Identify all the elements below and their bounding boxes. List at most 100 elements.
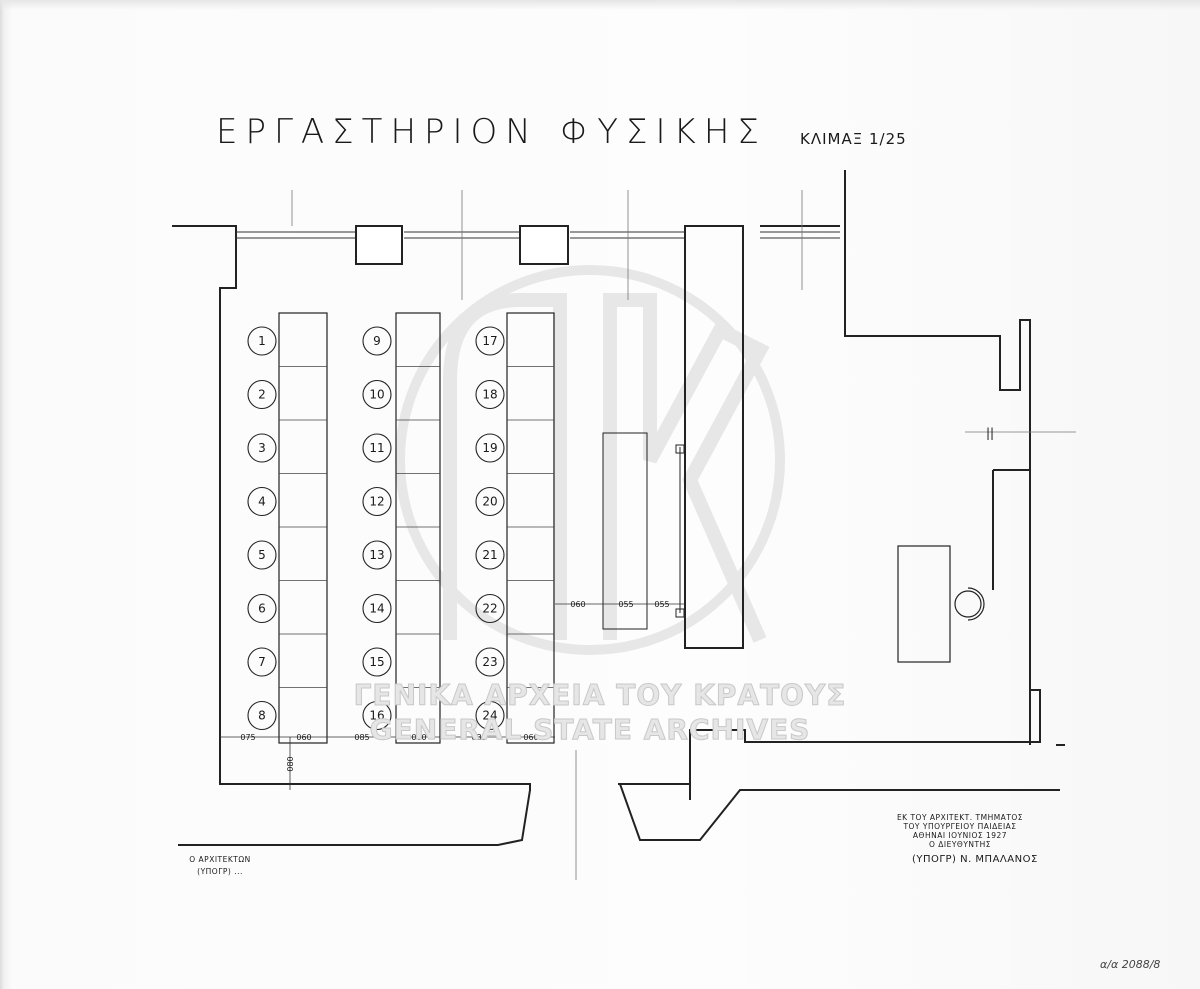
dimension-middle-3: 055 bbox=[654, 600, 669, 609]
seat-5: 5 bbox=[247, 540, 277, 570]
pillars bbox=[355, 225, 569, 265]
plan-title-right: ΦΥΣΙΚΗΣ bbox=[560, 112, 767, 152]
seat-stool bbox=[362, 540, 392, 570]
seat-number: 14 bbox=[369, 602, 384, 616]
seat-number: 13 bbox=[369, 548, 384, 562]
seat-stool bbox=[362, 486, 392, 517]
seat-number: 18 bbox=[482, 388, 497, 402]
dimension-bottom-4: 060 bbox=[411, 733, 426, 742]
seat-14: 14 bbox=[362, 593, 392, 624]
archive-reference: α/α 2088/8 bbox=[1100, 958, 1160, 971]
seat-stool bbox=[247, 593, 277, 624]
seat-4: 4 bbox=[247, 486, 277, 517]
seat-23: 23 bbox=[475, 647, 505, 677]
seat-number: 20 bbox=[482, 495, 497, 509]
seat-stool bbox=[475, 647, 505, 677]
seat-10: 10 bbox=[362, 379, 392, 410]
seat-stool bbox=[475, 379, 505, 410]
seat-11: 11 bbox=[362, 433, 392, 463]
seat-number: 6 bbox=[258, 602, 266, 616]
seat-stool bbox=[362, 433, 392, 463]
seat-stool bbox=[247, 647, 277, 677]
seat-number: 4 bbox=[258, 495, 266, 509]
seat-8: 8 bbox=[247, 700, 277, 731]
seat-12: 12 bbox=[362, 486, 392, 517]
seat-9: 9 bbox=[362, 326, 392, 356]
dimension-bottom-1: 075 bbox=[240, 733, 255, 742]
dimension-bottom-3: 085 bbox=[354, 733, 369, 742]
dimension-middle-2: 055 bbox=[618, 600, 633, 609]
director-signature: (ΥΠΟΓΡ) Ν. ΜΠΑΛΑΝΟΣ bbox=[912, 854, 1038, 865]
seat-stool bbox=[247, 540, 277, 570]
seat-16: 16 bbox=[362, 700, 392, 731]
seat-number: 10 bbox=[369, 388, 384, 402]
wall-mark: || bbox=[986, 426, 994, 440]
seat-stool bbox=[362, 593, 392, 624]
seat-stool bbox=[362, 326, 392, 356]
architect-note-line: (ΥΠΟΓΡ) ... bbox=[197, 867, 243, 876]
seat-number: 22 bbox=[482, 602, 497, 616]
dimension-labels: 075 060 085 060 085 060 060 055 055 bbox=[240, 600, 669, 742]
dimension-middle-1: 060 bbox=[570, 600, 585, 609]
seat-17: 17 bbox=[475, 326, 505, 356]
bench-1 bbox=[278, 312, 328, 744]
scale-label: ΚΛΙΜΑΞ 1/25 bbox=[800, 130, 907, 148]
dimension-bottom-5: 085 bbox=[471, 733, 486, 742]
seat-stool bbox=[247, 486, 277, 517]
teacher-chair bbox=[954, 587, 985, 621]
seat-number: 16 bbox=[369, 709, 384, 723]
demonstration-counter bbox=[602, 225, 744, 649]
seat-stool bbox=[475, 593, 505, 624]
seat-number: 5 bbox=[258, 548, 266, 562]
teacher-desk bbox=[897, 545, 951, 663]
architect-note: Ο ΑΡΧΙΤΕΚΤΩΝ (ΥΠΟΓΡ) ... bbox=[189, 855, 250, 876]
seat-number: 2 bbox=[258, 388, 266, 402]
seat-18: 18 bbox=[475, 379, 505, 410]
seat-stool bbox=[475, 326, 505, 356]
seat-number: 7 bbox=[258, 655, 266, 669]
seat-number: 17 bbox=[482, 334, 497, 348]
seat-stool bbox=[247, 326, 277, 356]
dimension-bottom-2: 060 bbox=[296, 733, 311, 742]
seat-number: 11 bbox=[369, 441, 384, 455]
seat-number: 15 bbox=[369, 655, 384, 669]
seat-22: 22 bbox=[475, 593, 505, 624]
seat-number: 9 bbox=[373, 334, 381, 348]
seat-3: 3 bbox=[247, 433, 277, 463]
watermark-line-1: ΓΕΝΙΚΑ ΑΡΧΕΙΑ ΤΟΥ ΚΡΑΤΟΥΣ bbox=[354, 679, 847, 712]
seat-stool bbox=[362, 647, 392, 677]
seat-7: 7 bbox=[247, 647, 277, 677]
seat-19: 19 bbox=[475, 433, 505, 463]
seat-stool bbox=[362, 379, 392, 410]
approval-note-line: Ο ΔΙΕΥΘΥΝΤΗΣ bbox=[929, 840, 991, 849]
seat-number: 19 bbox=[482, 441, 497, 455]
bench-2 bbox=[395, 312, 441, 744]
archive-seal-watermark bbox=[395, 265, 785, 655]
seat-number: 8 bbox=[258, 709, 266, 723]
seat-6: 6 bbox=[247, 593, 277, 624]
seat-20: 20 bbox=[475, 486, 505, 517]
seat-stool bbox=[475, 700, 505, 731]
seat-24: 24 bbox=[475, 700, 505, 731]
seat-number: 3 bbox=[258, 441, 266, 455]
dimension-lines bbox=[220, 603, 685, 790]
axis-lines bbox=[291, 190, 1076, 880]
seat-stool bbox=[247, 379, 277, 410]
seat-number: 21 bbox=[482, 548, 497, 562]
seat-stool bbox=[362, 700, 392, 731]
architect-note-line: Ο ΑΡΧΙΤΕΚΤΩΝ bbox=[189, 855, 250, 864]
seat-15: 15 bbox=[362, 647, 392, 677]
seat-number: 1 bbox=[258, 334, 266, 348]
seat-stool bbox=[475, 540, 505, 570]
watermark-line-2: GENERAL STATE ARCHIVES bbox=[370, 713, 811, 746]
approval-note-line: ΑΘΗΝΑΙ ΙΟΥΝΙΟΣ 1927 bbox=[913, 831, 1007, 840]
seat-21: 21 bbox=[475, 540, 505, 570]
seat-number: 23 bbox=[482, 655, 497, 669]
dimension-bottom-6: 060 bbox=[523, 733, 538, 742]
seat-number: 12 bbox=[369, 495, 384, 509]
walls bbox=[172, 170, 1065, 846]
